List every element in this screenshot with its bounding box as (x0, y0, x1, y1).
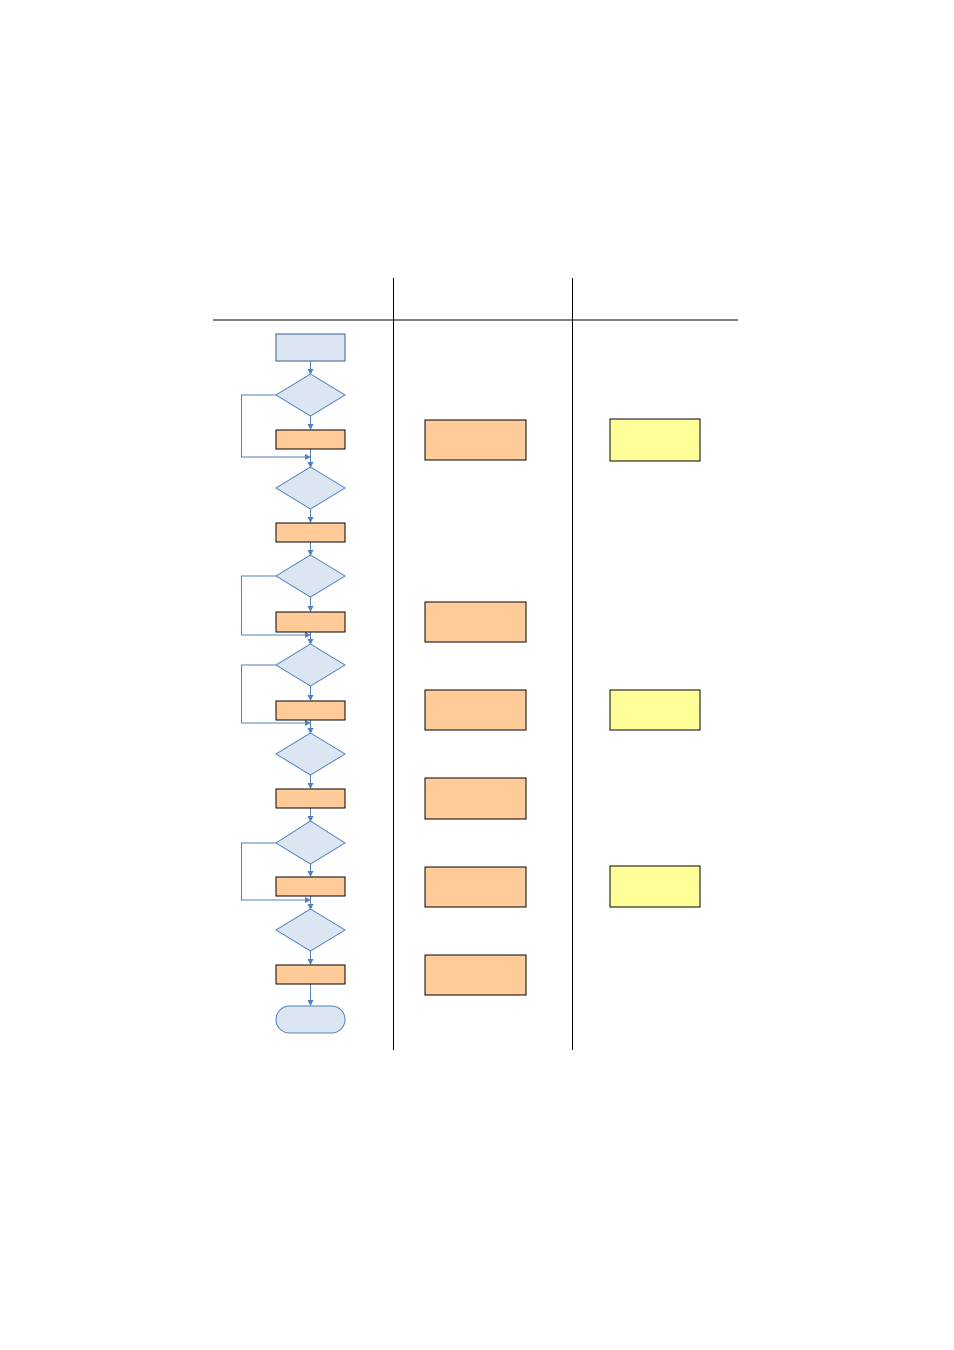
connector-bypass-6 (241, 842, 311, 903)
process-box-4 (275, 700, 346, 721)
decision-diamond-3 (275, 554, 346, 598)
decision-diamond-6 (275, 820, 346, 865)
process-box-5 (275, 788, 346, 809)
lane-1-nodes (275, 333, 346, 1034)
end-terminal (275, 1005, 346, 1034)
lane-2-box-4 (424, 777, 527, 820)
process-box-1 (275, 429, 346, 450)
process-box-7 (275, 964, 346, 985)
lane-3-note-2 (609, 689, 701, 731)
connectors (241, 361, 314, 1006)
decision-diamond-2 (275, 466, 346, 510)
lane-3-note-1 (609, 418, 701, 462)
lane-2-box-2 (424, 601, 527, 643)
connector-bypass-3 (241, 575, 311, 638)
lane-2-box-3 (424, 689, 527, 731)
connector-bypass-4 (241, 664, 311, 726)
swimlane-frame (213, 278, 738, 1050)
lane-2-nodes (424, 419, 527, 996)
process-box-3 (275, 611, 346, 633)
decision-diamond-7 (275, 908, 346, 952)
lane-2-box-5 (424, 866, 527, 908)
decision-diamond-4 (275, 643, 346, 687)
lane-2-box-1 (424, 419, 527, 461)
decision-diamond-1 (275, 373, 346, 417)
lane-2-box-6 (424, 954, 527, 996)
process-box-2 (275, 522, 346, 543)
lane-3-note-3 (609, 865, 701, 908)
lane-3-nodes (609, 418, 701, 908)
start-terminal (275, 333, 346, 362)
process-box-6 (275, 876, 346, 897)
connector-bypass-1 (241, 394, 311, 460)
decision-diamond-5 (275, 732, 346, 776)
